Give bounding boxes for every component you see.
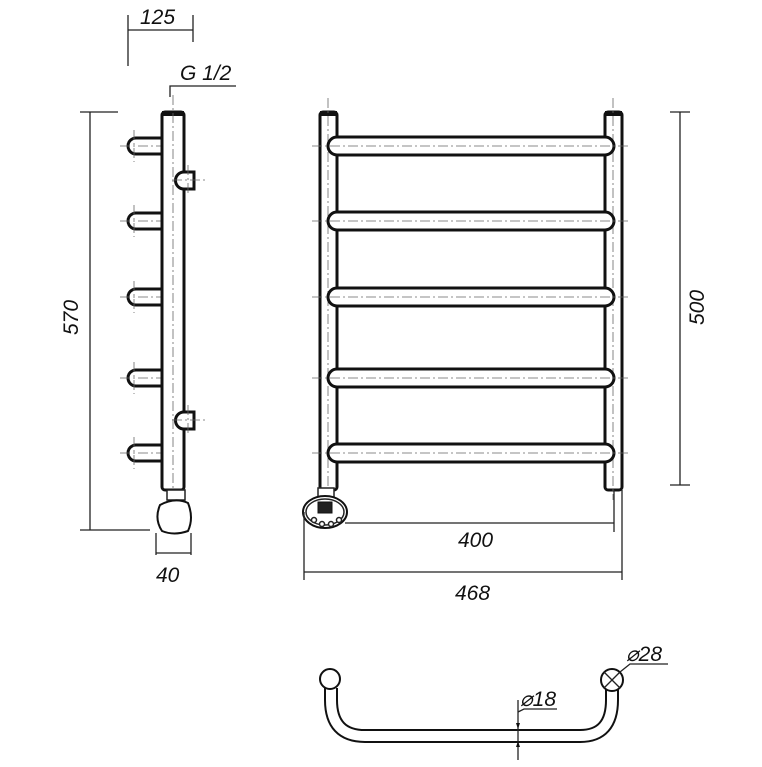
dim-thread: G 1/2 bbox=[180, 62, 232, 85]
dim-pipe-diameter: ⌀28 bbox=[626, 643, 662, 666]
dim-heater-width: 40 bbox=[156, 564, 180, 587]
dim-height-axis: 500 bbox=[686, 290, 709, 325]
dim-width-axis: 400 bbox=[458, 529, 493, 552]
top-view: ⌀28 ⌀18 bbox=[319, 643, 668, 760]
dim-width-total: 468 bbox=[455, 582, 490, 605]
dim-bar-diameter: ⌀18 bbox=[520, 688, 556, 711]
dim-depth: 125 bbox=[140, 6, 175, 29]
dim-height-total: 570 bbox=[60, 300, 83, 335]
side-view: 125 G 1/2 570 40 bbox=[60, 6, 236, 587]
front-view: 400 468 500 bbox=[302, 98, 709, 605]
